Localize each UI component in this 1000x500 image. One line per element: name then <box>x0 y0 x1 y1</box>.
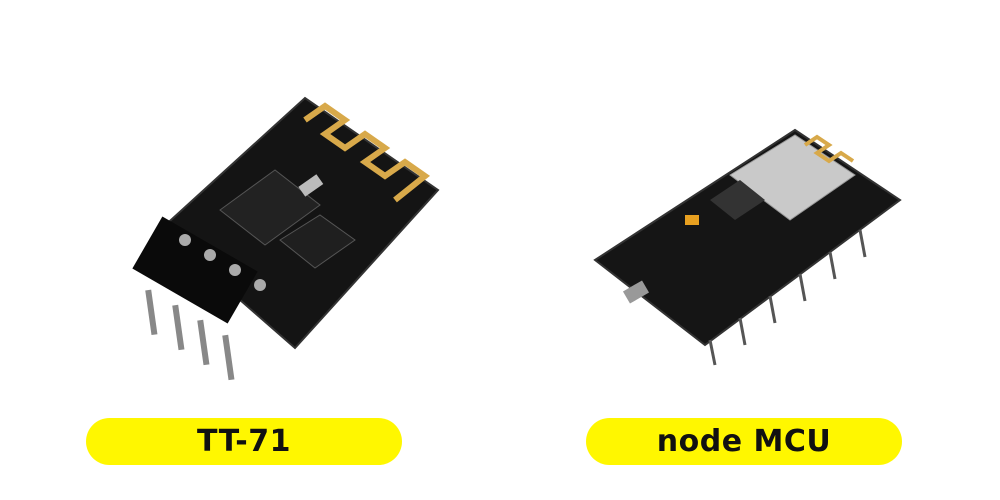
nodemcu-board-image <box>593 128 902 366</box>
product-label-text: node MCU <box>656 424 832 459</box>
product-label-nodemcu: node MCU <box>586 418 902 465</box>
product-label-text: TT-71 <box>197 424 291 459</box>
product-label-tt71: TT-71 <box>86 418 402 465</box>
esp01-module-image <box>132 96 440 381</box>
